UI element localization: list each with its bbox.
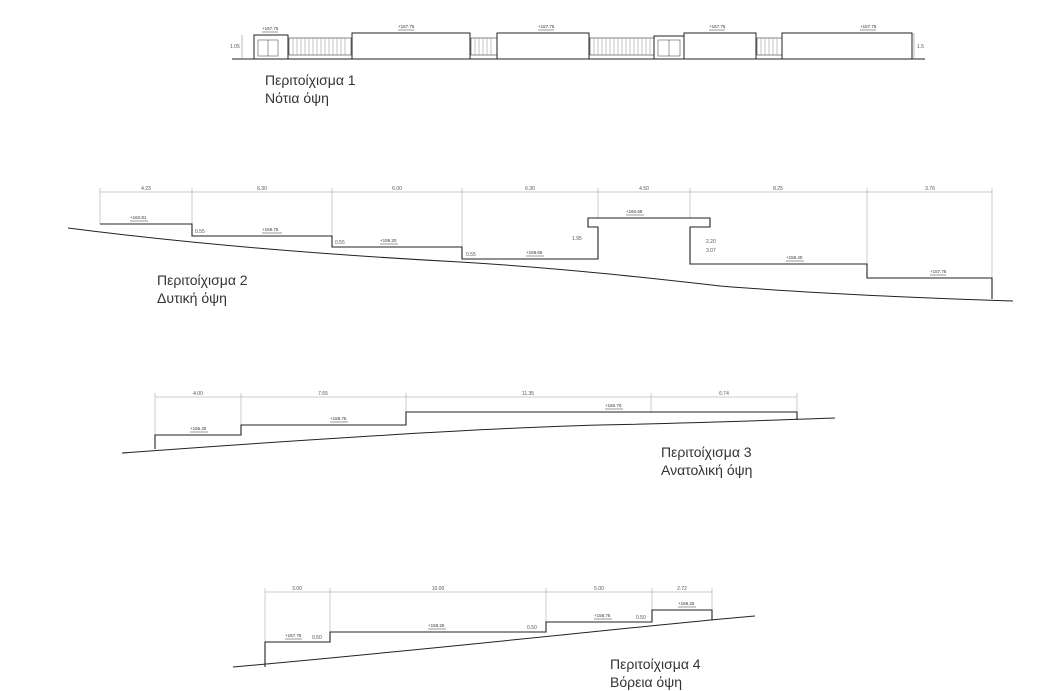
- wall2-caption: Περιτοίχισμα 2 Δυτική όψη: [157, 271, 248, 307]
- wall1-level-1: +157.75: [262, 26, 279, 31]
- wall3-level-3: +160.70: [605, 403, 622, 408]
- wall2-dim-4: 6.30: [525, 186, 535, 192]
- wall3-level-1: +156.25: [190, 426, 207, 431]
- wall4-level-2: +158.25: [428, 623, 445, 628]
- wall4-dim-1: 3.00: [292, 586, 302, 592]
- wall1-solid-2: [496, 32, 590, 60]
- wall4-ground-line: [232, 615, 756, 668]
- wall1-level-4: +157.75: [709, 24, 726, 29]
- wall2-dim-2: 6.30: [257, 186, 267, 192]
- wall4-profile: [264, 609, 713, 667]
- wall3-dim-2: 7.65: [318, 391, 328, 397]
- wall3-level-2: +158.75: [330, 416, 347, 421]
- wall2-dim-5: 4.50: [639, 186, 649, 192]
- wall3-subtitle: Ανατολική όψη: [661, 462, 753, 478]
- wall1-railing-3-bars: [593, 38, 651, 55]
- wall3-elevation: 4.00 7.65 11.35 6.74 +156.25 +158.75 +16…: [121, 391, 836, 454]
- wall2-level-4: +158.65: [526, 250, 543, 255]
- wall3-level-marks: [190, 408, 623, 433]
- wall4-height-2: 0.50: [527, 625, 537, 631]
- wall2-title: Περιτοίχισμα 2: [157, 272, 248, 288]
- wall2-height-3: 0.55: [466, 252, 476, 258]
- wall2-profile: [100, 217, 993, 299]
- wall1-height-left: 1.05: [230, 44, 240, 50]
- wall1-railing-2-bars: [474, 38, 492, 55]
- wall3-ground-line: [121, 417, 836, 454]
- wall1-solid-4: [781, 32, 913, 60]
- wall2-dim-7: 3.76: [925, 186, 935, 192]
- wall2-height-1: 0.55: [195, 229, 205, 235]
- wall2-subtitle: Δυτική όψη: [157, 290, 227, 306]
- wall2-level-3: +159.20: [380, 238, 397, 243]
- wall1-level-3: +157.75: [538, 24, 555, 29]
- wall4-elevation: 3.00 10.00 5.00 2.72 +157.75 +158.25 +15…: [232, 586, 756, 668]
- wall2-dim-6: 8.25: [773, 186, 783, 192]
- wall4-dim-4: 2.72: [677, 586, 687, 592]
- wall1-solid-3: [683, 32, 757, 60]
- wall4-dim-3: 5.00: [594, 586, 604, 592]
- wall4-level-4: +158.25: [678, 601, 695, 606]
- wall2-level-1: +162.81: [130, 215, 147, 220]
- wall4-caption: Περιτοίχισμα 4 Βόρεια όψη: [610, 655, 701, 691]
- wall1-caption: Περιτοίχισμα 1 Νότια όψη: [265, 71, 356, 107]
- wall1-level-marks: [262, 29, 876, 33]
- wall1-level-5: +157.75: [860, 24, 877, 29]
- wall2-level-2: +159.75: [262, 227, 279, 232]
- wall1-railing-1: [288, 37, 352, 56]
- wall2-height-5: 2.20: [706, 239, 716, 245]
- wall4-title: Περιτοίχισμα 4: [610, 656, 701, 672]
- wall3-dim-ticks: [154, 393, 798, 435]
- wall1-subtitle: Νότια όψη: [265, 90, 329, 106]
- wall2-height-2: 0.55: [335, 240, 345, 246]
- wall3-caption: Περιτοίχισμα 3 Ανατολική όψη: [661, 443, 752, 479]
- wall4-dim-ticks: [264, 588, 713, 642]
- wall3-dim-3: 11.35: [522, 391, 534, 397]
- wall1-solid-1: [351, 32, 471, 60]
- wall1-height-right: 1.5: [917, 44, 924, 50]
- wall1-title: Περιτοίχισμα 1: [265, 72, 356, 88]
- wall4-dim-2: 10.00: [432, 586, 445, 592]
- wall4-height-3: 0.50: [636, 615, 646, 621]
- wall2-level-7: +157.75: [930, 269, 947, 274]
- wall2-dim-ticks: [99, 188, 993, 278]
- wall3-dim-1: 4.00: [193, 391, 203, 397]
- wall4-level-marks: [285, 606, 696, 640]
- wall4-level-1: +157.75: [285, 633, 302, 638]
- wall3-dim-4: 6.74: [719, 391, 729, 397]
- wall1-pier: [253, 34, 289, 60]
- wall2-level-6: +158.40: [786, 255, 803, 260]
- wall3-title: Περιτοίχισμα 3: [661, 444, 752, 460]
- wall2-ground-line: [67, 227, 1014, 302]
- wall4-height-1: 0.50: [312, 635, 322, 641]
- wall2-dim-1: 4.23: [141, 186, 151, 192]
- wall2-dim-3: 6.00: [392, 186, 402, 192]
- wall1-level-2: +157.75: [398, 24, 415, 29]
- wall2-elevation: 4.23 6.30 6.00 6.30 4.50 8.25 3.76 +162.…: [67, 186, 1014, 302]
- wall4-subtitle: Βόρεια όψη: [610, 674, 682, 690]
- wall2-level-marks: [130, 214, 946, 276]
- wall4-level-3: +158.75: [594, 613, 611, 618]
- wall1-elevation: +157.75 +157.75 +157.75 +157.75 +157.75 …: [230, 24, 925, 60]
- wall1-railing-1-bars: [292, 38, 346, 55]
- wall2-level-5: +160.69: [626, 209, 643, 214]
- wall2-height-4: 1.95: [572, 236, 582, 242]
- wall2-height-6: 3.07: [706, 248, 716, 254]
- wall3-profile: [154, 411, 798, 449]
- wall1-railing-4-bars: [760, 38, 778, 55]
